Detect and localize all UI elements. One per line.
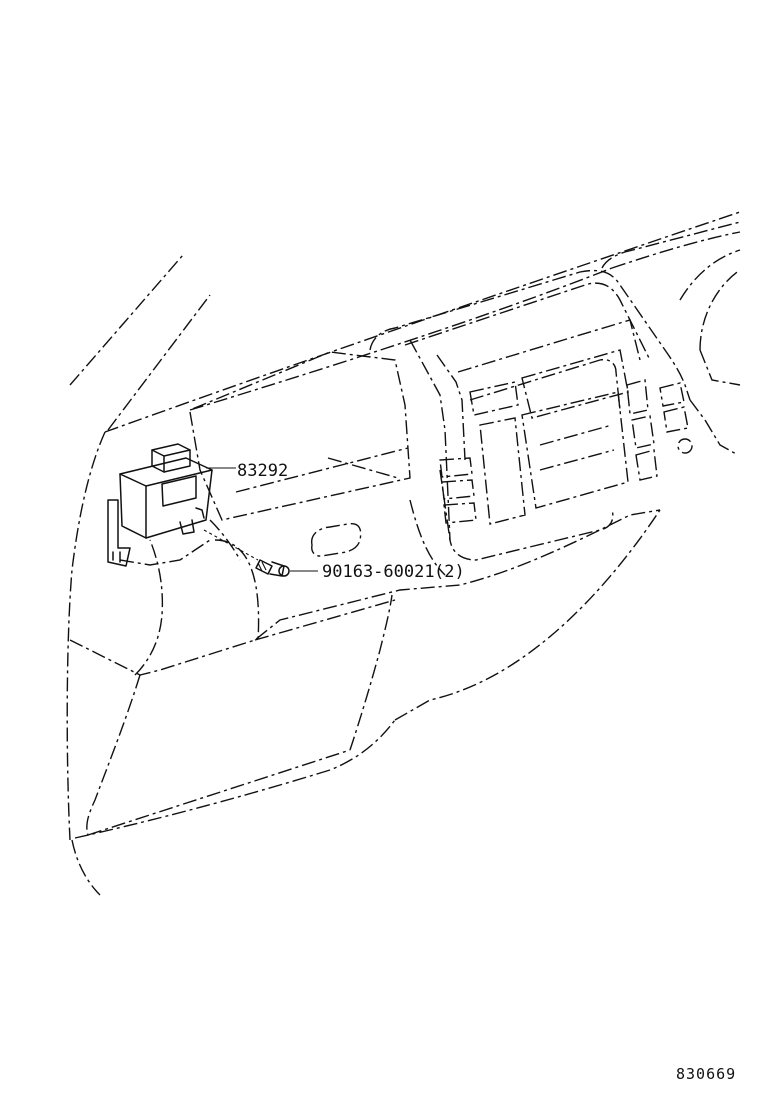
bolt-90163-60021 [255, 559, 290, 577]
control-module-83292 [107, 443, 213, 567]
center-stack-outline [369, 269, 739, 561]
dashboard-top-edge [104, 211, 741, 433]
illustration-code: 830669 [676, 1065, 736, 1083]
dash-upper-pocket [189, 351, 411, 557]
part-quantity-90163-60021: (2) [434, 562, 465, 582]
lower-dash-outline [66, 431, 661, 896]
part-number-83292: 83292 [237, 461, 288, 481]
a-pillar-outline [69, 254, 211, 431]
cluster-hood-outline [601, 221, 741, 386]
leader-line-module-to-bolt [203, 529, 259, 561]
part-number-90163-60021: 90163-60021 [322, 562, 435, 582]
